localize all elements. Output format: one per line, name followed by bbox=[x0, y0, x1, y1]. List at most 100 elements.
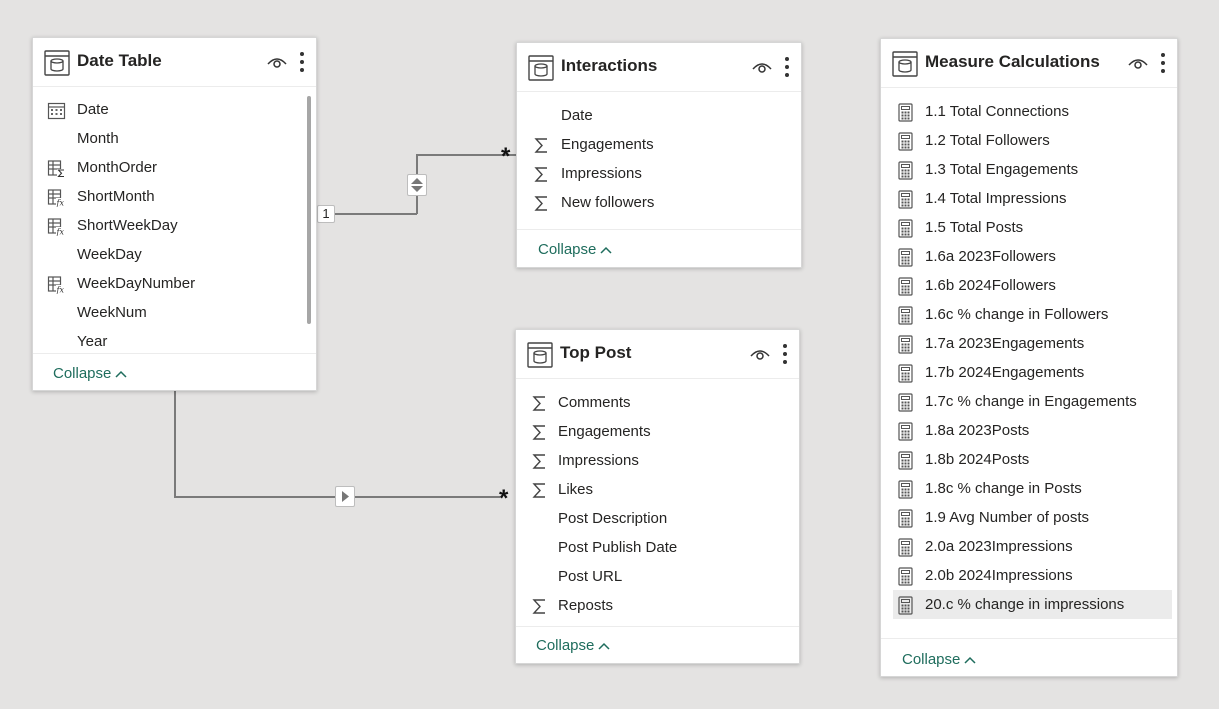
field-label: Post Description bbox=[558, 510, 668, 527]
chevron-up-icon bbox=[115, 370, 127, 378]
field-row[interactable]: 2.0b 2024Impressions bbox=[881, 561, 1177, 590]
chevron-up-icon bbox=[964, 656, 976, 664]
field-row[interactable]: 2.0a 2023Impressions bbox=[881, 532, 1177, 561]
field-label: 1.8a 2023Posts bbox=[925, 422, 1030, 439]
field-row[interactable]: 1.6b 2024Followers bbox=[881, 271, 1177, 300]
field-row[interactable]: WeekNum bbox=[33, 298, 316, 327]
many-cardinality-label: * bbox=[501, 143, 511, 170]
field-row[interactable]: Engagements bbox=[516, 417, 799, 446]
field-row[interactable]: 1.7a 2023Engagements bbox=[881, 329, 1177, 358]
more-options-icon[interactable] bbox=[299, 51, 305, 73]
field-row[interactable]: Engagements bbox=[517, 130, 801, 159]
field-row[interactable]: 1.7c % change in Engagements bbox=[881, 387, 1177, 416]
field-label: 1.1 Total Connections bbox=[925, 103, 1069, 120]
field-row[interactable]: 1.6c % change in Followers bbox=[881, 300, 1177, 329]
table-title: Date Table bbox=[77, 51, 162, 70]
sigma-icon bbox=[532, 165, 551, 184]
calculated-column-fx-icon: fx bbox=[47, 188, 66, 208]
sigma-icon bbox=[530, 423, 549, 442]
cross-filter-both-icon[interactable] bbox=[407, 174, 427, 196]
field-row[interactable]: 1.8c % change in Posts bbox=[881, 474, 1177, 503]
many-cardinality-label: * bbox=[499, 485, 509, 512]
field-row[interactable]: Post Description bbox=[516, 504, 799, 533]
field-row[interactable]: 1.2 Total Followers bbox=[881, 126, 1177, 155]
sigma-icon bbox=[530, 394, 549, 413]
field-label: Impressions bbox=[558, 452, 639, 469]
field-label: 1.6a 2023Followers bbox=[925, 248, 1056, 265]
field-row[interactable]: Comments bbox=[516, 388, 799, 417]
calculator-icon bbox=[896, 509, 915, 528]
field-label: 1.8c % change in Posts bbox=[925, 480, 1082, 497]
eye-icon[interactable] bbox=[752, 59, 772, 75]
table-card-header[interactable]: Date Table bbox=[33, 38, 316, 87]
calculator-icon bbox=[896, 190, 915, 209]
field-row[interactable]: 1.4 Total Impressions bbox=[881, 184, 1177, 213]
field-row[interactable]: 1.6a 2023Followers bbox=[881, 242, 1177, 271]
eye-icon[interactable] bbox=[750, 346, 770, 362]
table-title: Measure Calculations bbox=[925, 52, 1100, 71]
collapse-link[interactable]: Collapse bbox=[902, 651, 976, 668]
table-card-header[interactable]: Top Post bbox=[516, 330, 799, 379]
vertical-scrollbar[interactable] bbox=[307, 96, 311, 324]
calculator-icon bbox=[896, 219, 915, 238]
field-row[interactable]: Month bbox=[33, 124, 316, 153]
field-row[interactable]: MonthOrder bbox=[33, 153, 316, 182]
field-row[interactable]: New followers bbox=[517, 188, 801, 217]
field-label: Year bbox=[77, 333, 108, 350]
field-row[interactable]: Year bbox=[33, 327, 316, 356]
table-title: Interactions bbox=[561, 56, 658, 75]
calendar-icon bbox=[47, 101, 66, 120]
sigma-icon bbox=[530, 481, 549, 500]
more-options-icon[interactable] bbox=[782, 343, 788, 365]
field-row[interactable]: 1.3 Total Engagements bbox=[881, 155, 1177, 184]
more-options-icon[interactable] bbox=[784, 56, 790, 78]
one-cardinality-label: 1 bbox=[317, 205, 335, 223]
field-label: 2.0a 2023Impressions bbox=[925, 538, 1073, 555]
sigma-icon bbox=[530, 597, 549, 616]
field-row[interactable]: 1.8a 2023Posts bbox=[881, 416, 1177, 445]
field-row[interactable]: Impressions bbox=[516, 446, 799, 475]
field-row[interactable]: 1.8b 2024Posts bbox=[881, 445, 1177, 474]
table-icon bbox=[892, 51, 918, 77]
field-row[interactable]: 20.c % change in impressions bbox=[893, 590, 1172, 619]
table-card-header[interactable]: Measure Calculations bbox=[881, 39, 1177, 88]
collapse-link[interactable]: Collapse bbox=[53, 365, 127, 382]
field-row[interactable]: Date bbox=[33, 95, 316, 124]
collapse-link[interactable]: Collapse bbox=[536, 637, 610, 654]
field-row[interactable]: Likes bbox=[516, 475, 799, 504]
field-row[interactable]: Post Publish Date bbox=[516, 533, 799, 562]
sigma-icon bbox=[532, 194, 551, 213]
field-row[interactable]: 1.1 Total Connections bbox=[881, 97, 1177, 126]
field-label: Engagements bbox=[561, 136, 654, 153]
calculator-icon bbox=[896, 422, 915, 441]
field-row[interactable]: Post URL bbox=[516, 562, 799, 591]
field-row[interactable]: Date bbox=[517, 101, 801, 130]
field-row[interactable]: Reposts bbox=[516, 591, 799, 620]
field-label: WeekDay bbox=[77, 246, 142, 263]
field-label: Reposts bbox=[558, 597, 614, 614]
field-row[interactable]: 1.5 Total Posts bbox=[881, 213, 1177, 242]
eye-icon[interactable] bbox=[267, 54, 287, 70]
field-label: 1.7a 2023Engagements bbox=[925, 335, 1085, 352]
table-card-header[interactable]: Interactions bbox=[517, 43, 801, 92]
sigma-icon bbox=[532, 136, 551, 155]
field-row[interactable]: 1.9 Avg Number of posts bbox=[881, 503, 1177, 532]
field-label: 1.3 Total Engagements bbox=[925, 161, 1079, 178]
eye-icon[interactable] bbox=[1128, 55, 1148, 71]
field-row[interactable]: WeekDay bbox=[33, 240, 316, 269]
field-row[interactable]: Impressions bbox=[517, 159, 801, 188]
more-options-icon[interactable] bbox=[1160, 52, 1166, 74]
field-row[interactable]: 1.7b 2024Engagements bbox=[881, 358, 1177, 387]
collapse-link[interactable]: Collapse bbox=[538, 241, 612, 258]
table-card-measure-calculations[interactable]: Measure Calculations 1.1 Total Connectio… bbox=[880, 38, 1178, 677]
field-label: New followers bbox=[561, 194, 655, 211]
calculator-icon bbox=[896, 364, 915, 383]
cross-filter-single-icon[interactable] bbox=[335, 486, 355, 507]
